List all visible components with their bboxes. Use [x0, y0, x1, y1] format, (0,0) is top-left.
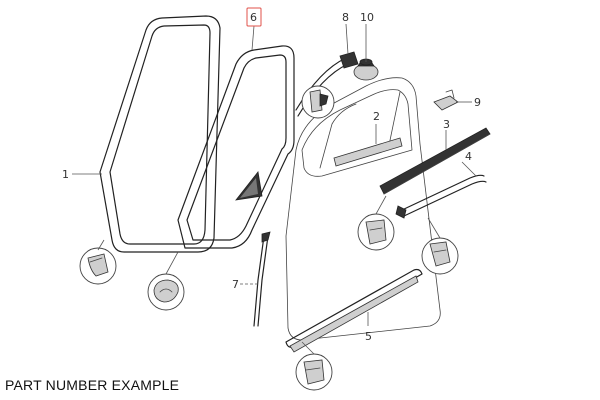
- part-9-clip[interactable]: [433, 89, 459, 111]
- quarter-glass-insert: [235, 171, 263, 201]
- callout-1: 1: [62, 168, 69, 181]
- callout-2: 2: [373, 110, 380, 123]
- callout-8: 8: [342, 11, 349, 24]
- detail-section-outer-seal: [421, 237, 459, 275]
- part-number-caption: PART NUMBER EXAMPLE: [5, 377, 180, 393]
- callout-7: 7: [232, 278, 239, 291]
- callout-10: 10: [360, 11, 374, 24]
- part-7-pillar-seal[interactable]: [253, 231, 271, 327]
- detail-section-seal-1: [79, 247, 117, 285]
- detail-section-inner-seal: [357, 213, 395, 251]
- callout-6: 6: [250, 11, 257, 24]
- door-panel: [285, 77, 441, 341]
- callout-5: 5: [365, 330, 372, 343]
- part-3-belt-seal[interactable]: [379, 127, 491, 195]
- callout-4: 4: [465, 150, 472, 163]
- callout-9: 9: [474, 96, 481, 109]
- part-4-outer-belt-seal[interactable]: [395, 174, 487, 219]
- part-8-guide-rail[interactable]: [295, 51, 359, 117]
- leader-lines: [72, 23, 477, 355]
- part-1-door-frame-seal[interactable]: [99, 15, 221, 253]
- detail-section-guide: [301, 85, 335, 119]
- part-2-window-trim-strip[interactable]: [333, 137, 403, 167]
- highlight-box-callout-6: [246, 7, 262, 27]
- detail-section-seal-6: [147, 273, 185, 311]
- part-6-window-channel-seal[interactable]: [177, 45, 295, 249]
- part-5-lower-door-seal[interactable]: [285, 268, 423, 353]
- callout-3: 3: [443, 118, 450, 131]
- detail-section-lower-seal: [295, 353, 333, 391]
- part-10-plug-cap[interactable]: [353, 58, 379, 81]
